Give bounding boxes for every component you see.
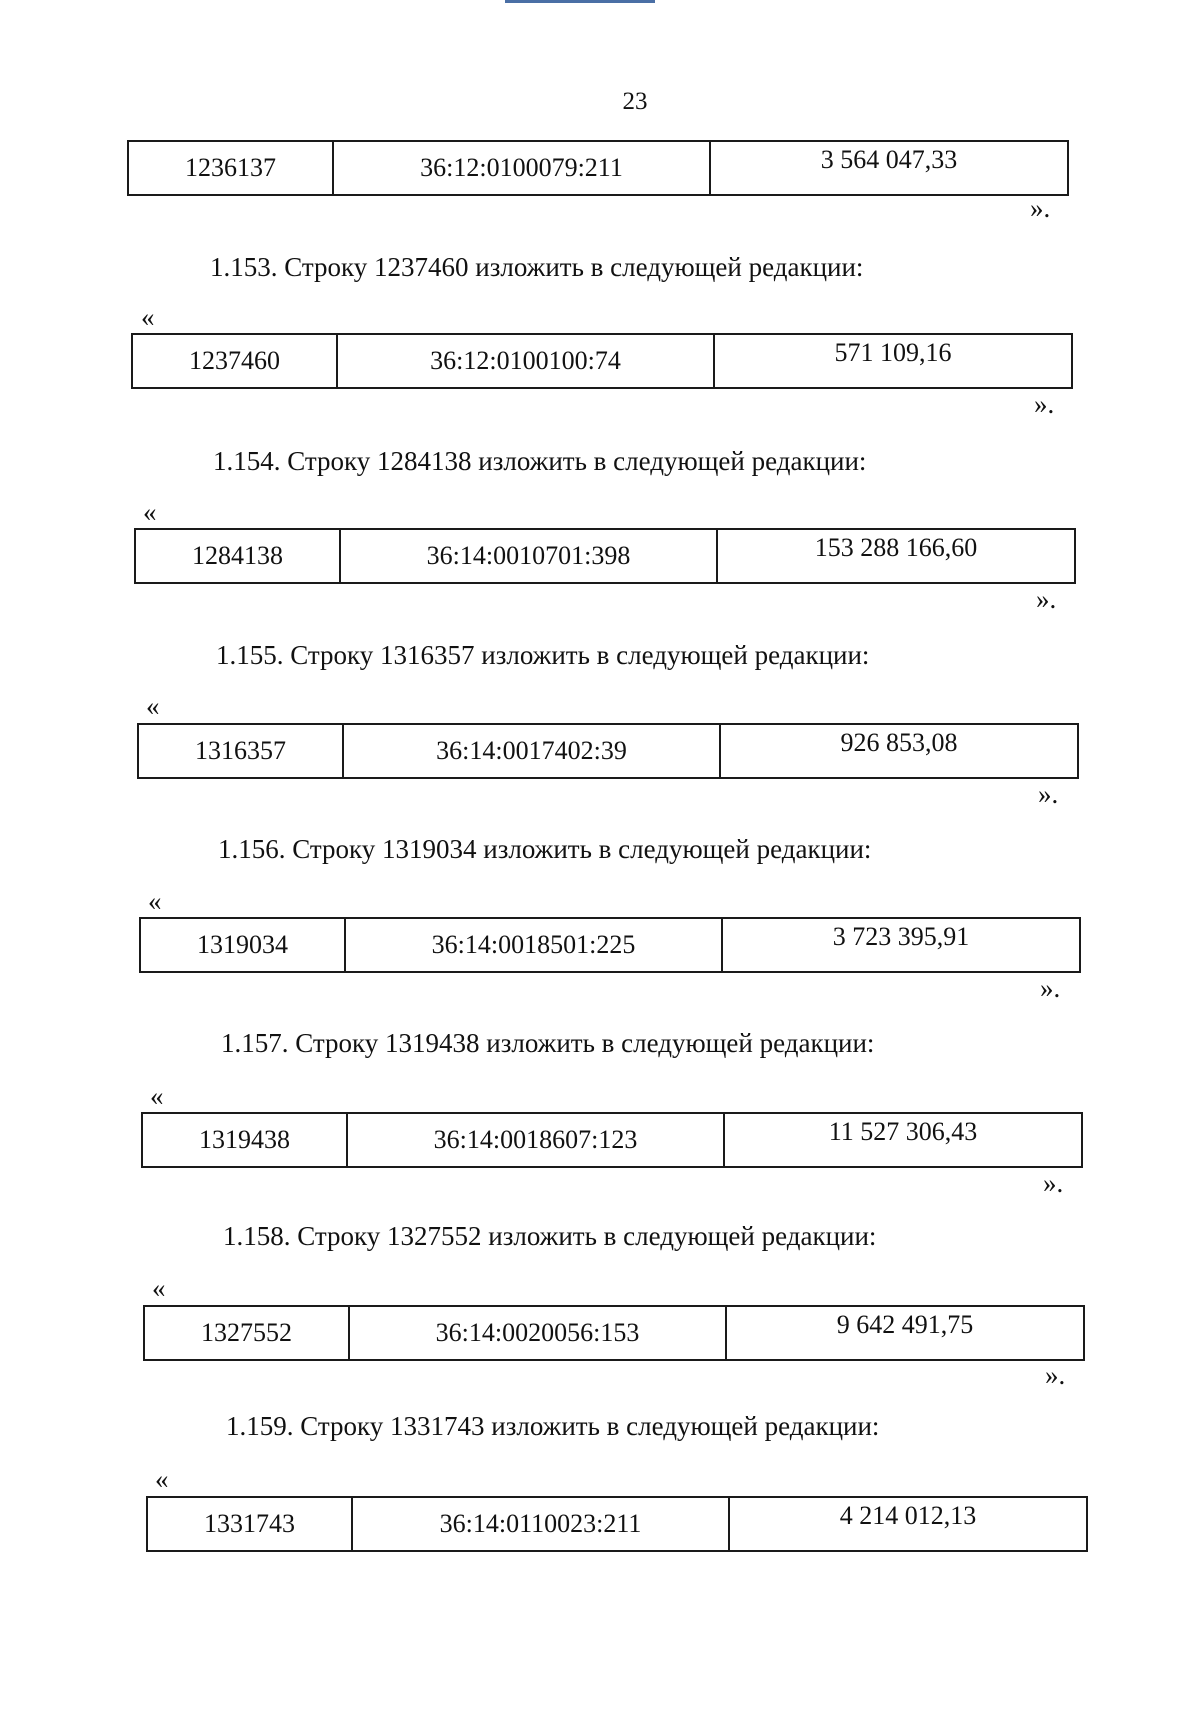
row-id: 1236137	[185, 153, 276, 182]
closing-quote: ».	[1030, 193, 1051, 223]
cadastral-number: 36:14:0110023:211	[439, 1509, 642, 1538]
cadastral-number: 36:14:0018501:225	[431, 930, 636, 959]
cadastral-number: 36:12:0100079:211	[420, 153, 623, 182]
cadastral-value: 153 288 166,60	[814, 533, 978, 562]
cadastral-number: 36:14:0020056:153	[435, 1318, 640, 1347]
table-row: 1319034 36:14:0018501:225 3 723 395,91	[139, 917, 1081, 973]
value-cell: 4 214 012,13	[728, 1496, 1088, 1552]
cadastral-number-cell: 36:14:0017402:39	[342, 723, 721, 779]
row-id: 1331743	[204, 1509, 295, 1538]
row-id-cell: 1319034	[139, 917, 346, 973]
cadastral-number: 36:14:0010701:398	[426, 541, 631, 570]
amendment-heading: 1.156. Строку 1319034 изложить в следующ…	[218, 834, 872, 864]
table-row: 1284138 36:14:0010701:398 153 288 166,60	[134, 528, 1076, 584]
row-id: 1319034	[197, 930, 288, 959]
opening-quote: «	[143, 497, 157, 527]
cadastral-number-cell: 36:14:0018607:123	[346, 1112, 725, 1168]
value-cell: 926 853,08	[719, 723, 1079, 779]
closing-quote: ».	[1043, 1168, 1064, 1198]
row-id-cell: 1316357	[137, 723, 344, 779]
amendment-heading: 1.153. Строку 1237460 изложить в следующ…	[210, 252, 864, 282]
cadastral-number-cell: 36:14:0110023:211	[351, 1496, 730, 1552]
value-cell: 3 564 047,33	[709, 140, 1069, 196]
closing-quote: ».	[1038, 779, 1059, 809]
cadastral-value: 3 723 395,91	[832, 922, 970, 951]
closing-quote: ».	[1036, 584, 1057, 614]
row-id: 1237460	[189, 346, 280, 375]
opening-quote: «	[141, 302, 155, 332]
row-id: 1284138	[192, 541, 283, 570]
cadastral-number: 36:14:0017402:39	[436, 736, 627, 765]
table-row: 1331743 36:14:0110023:211 4 214 012,13	[146, 1496, 1088, 1552]
amendment-heading: 1.159. Строку 1331743 изложить в следующ…	[226, 1411, 880, 1441]
closing-quote: ».	[1045, 1360, 1066, 1390]
table-row: 1236137 36:12:0100079:211 3 564 047,33	[127, 140, 1069, 196]
row-id-cell: 1319438	[141, 1112, 348, 1168]
value-cell: 153 288 166,60	[716, 528, 1076, 584]
closing-quote: ».	[1040, 973, 1061, 1003]
row-id: 1327552	[201, 1318, 292, 1347]
table-row: 1319438 36:14:0018607:123 11 527 306,43	[141, 1112, 1083, 1168]
table-row: 1316357 36:14:0017402:39 926 853,08	[137, 723, 1079, 779]
cadastral-number-cell: 36:14:0018501:225	[344, 917, 723, 973]
row-id-cell: 1284138	[134, 528, 341, 584]
closing-quote: ».	[1034, 389, 1055, 419]
value-cell: 9 642 491,75	[725, 1305, 1085, 1361]
value-cell: 571 109,16	[713, 333, 1073, 389]
amendment-heading: 1.154. Строку 1284138 изложить в следующ…	[213, 446, 867, 476]
amendment-heading: 1.155. Строку 1316357 изложить в следующ…	[216, 640, 870, 670]
opening-quote: «	[150, 1081, 164, 1111]
cadastral-value: 9 642 491,75	[836, 1310, 974, 1339]
cadastral-number-cell: 36:14:0020056:153	[348, 1305, 727, 1361]
cadastral-number: 36:12:0100100:74	[430, 346, 621, 375]
opening-quote: «	[152, 1273, 166, 1303]
cadastral-value: 926 853,08	[840, 728, 958, 757]
row-id-cell: 1237460	[131, 333, 338, 389]
row-id-cell: 1331743	[146, 1496, 353, 1552]
cadastral-number-cell: 36:12:0100079:211	[332, 140, 711, 196]
row-id: 1319438	[199, 1125, 290, 1154]
cadastral-number: 36:14:0018607:123	[433, 1125, 638, 1154]
page-number: 23	[622, 88, 648, 115]
value-cell: 3 723 395,91	[721, 917, 1081, 973]
cadastral-value: 4 214 012,13	[839, 1501, 977, 1530]
opening-quote: «	[146, 691, 160, 721]
opening-quote: «	[148, 886, 162, 916]
cadastral-value: 571 109,16	[834, 338, 952, 367]
scan-line	[505, 0, 655, 3]
cadastral-value: 3 564 047,33	[820, 145, 958, 174]
amendment-heading: 1.157. Строку 1319438 изложить в следующ…	[221, 1028, 875, 1058]
table-row: 1327552 36:14:0020056:153 9 642 491,75	[143, 1305, 1085, 1361]
value-cell: 11 527 306,43	[723, 1112, 1083, 1168]
table-row: 1237460 36:12:0100100:74 571 109,16	[131, 333, 1073, 389]
opening-quote: «	[155, 1464, 169, 1494]
row-id-cell: 1236137	[127, 140, 334, 196]
row-id-cell: 1327552	[143, 1305, 350, 1361]
row-id: 1316357	[195, 736, 286, 765]
cadastral-value: 11 527 306,43	[828, 1117, 978, 1146]
amendment-heading: 1.158. Строку 1327552 изложить в следующ…	[223, 1221, 877, 1251]
cadastral-number-cell: 36:12:0100100:74	[336, 333, 715, 389]
cadastral-number-cell: 36:14:0010701:398	[339, 528, 718, 584]
